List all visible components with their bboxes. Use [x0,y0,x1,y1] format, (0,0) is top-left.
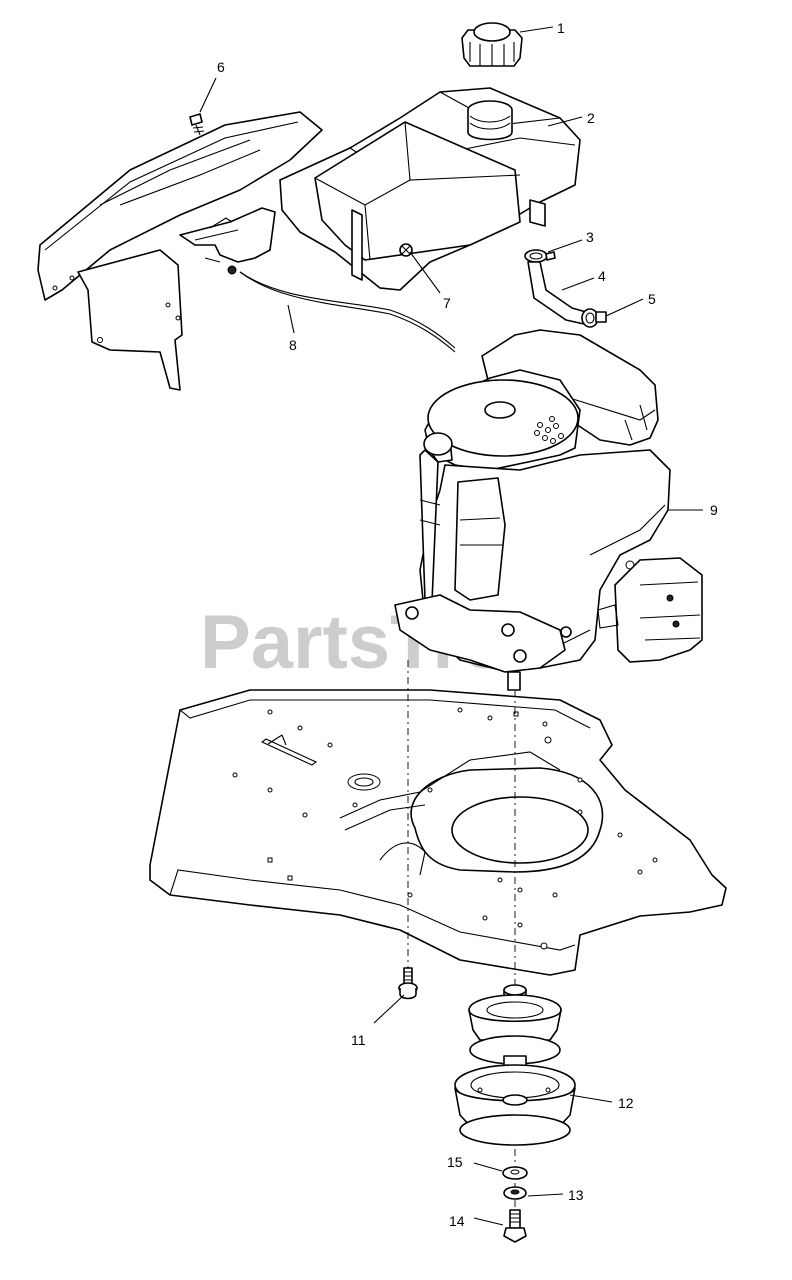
throttle-cable-8[interactable] [239,271,456,353]
hose-clamp-5[interactable] [581,308,607,328]
callout-3[interactable]: 3 [586,229,594,245]
lock-washer-13[interactable] [503,1186,527,1200]
callout-1[interactable]: 1 [557,20,565,36]
pulley-12[interactable] [454,984,576,1146]
callout-7[interactable]: 7 [443,295,451,311]
callout-6[interactable]: 6 [217,59,225,75]
hose-clamp-3[interactable] [524,249,556,263]
callout-labels: 1 2 3 4 5 6 7 8 9 11 12 13 14 15 [217,20,718,1229]
fuel-cap-1[interactable] [461,22,523,67]
callout-8[interactable]: 8 [289,337,297,353]
screw-6[interactable] [189,113,205,136]
callout-13[interactable]: 13 [568,1187,584,1203]
shroud-vents [534,416,564,444]
callout-12[interactable]: 12 [618,1095,634,1111]
fuel-line-4[interactable] [527,261,587,325]
fuel-tank-2[interactable] [279,87,581,291]
dash-panel[interactable] [37,111,323,391]
washer-15[interactable] [502,1166,528,1180]
callout-5[interactable]: 5 [648,291,656,307]
callout-2[interactable]: 2 [587,110,595,126]
engine-9[interactable] [394,329,703,691]
leader-lines [199,26,703,1226]
bolt-14[interactable] [503,1209,527,1243]
callout-11[interactable]: 11 [351,1032,366,1048]
tank-screw-7[interactable] [399,243,413,257]
frame-plate[interactable] [149,689,727,976]
bolt-11[interactable] [398,967,418,1000]
assembly-centerlines [407,660,516,1240]
callout-4[interactable]: 4 [598,268,606,284]
frame-holes [232,707,658,950]
callout-14[interactable]: 14 [449,1213,465,1229]
callout-15[interactable]: 15 [447,1154,463,1170]
callout-9[interactable]: 9 [710,502,718,518]
throttle-bracket[interactable] [179,207,276,275]
